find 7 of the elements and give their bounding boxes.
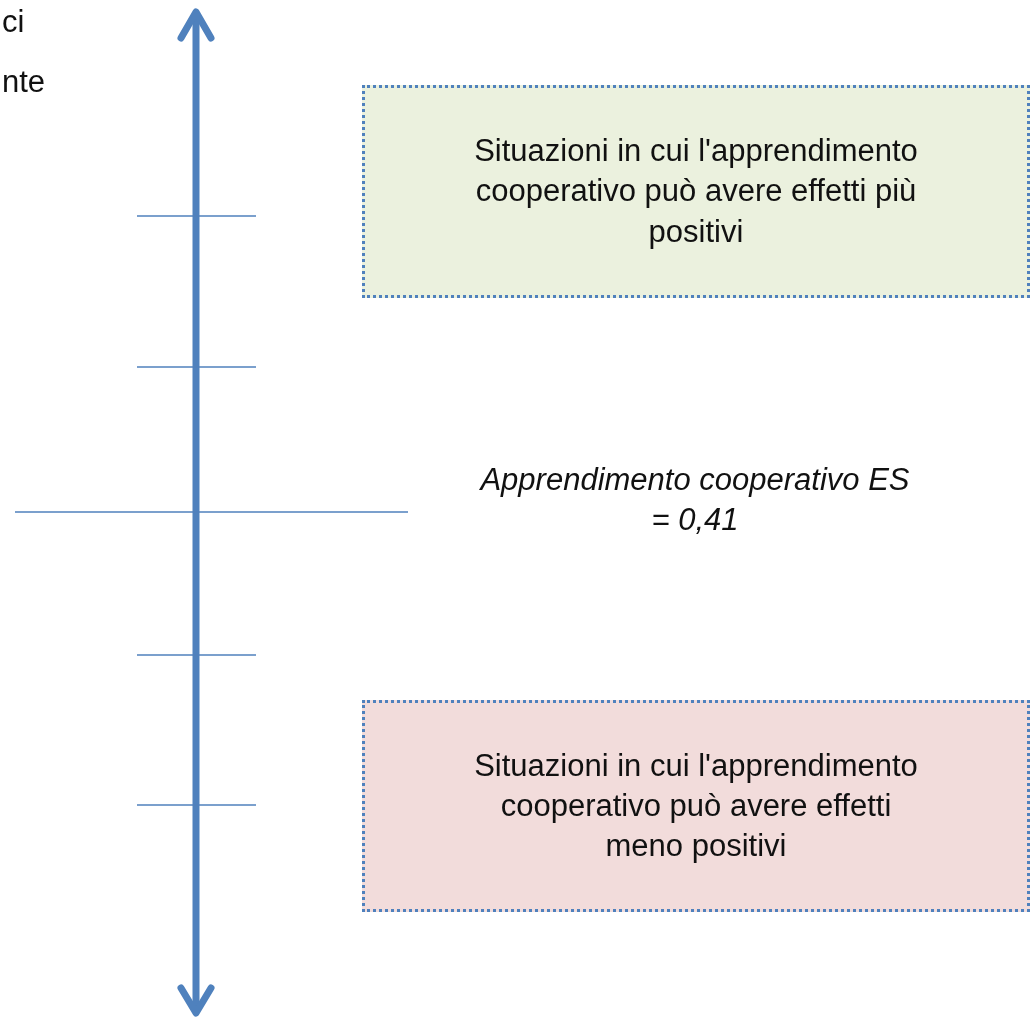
box-text: Situazioni in cui l'apprendimento cooperativo può avere effetti meno positivi xyxy=(473,746,919,866)
cut-off-text: nte xyxy=(2,63,46,101)
situation-box xyxy=(362,85,1030,298)
mean-effect-label: Apprendimento cooperativo ES = 0,41 xyxy=(480,461,910,540)
box-text: Situazioni in cui l'apprendimento cooperativo può avere effetti più positivi xyxy=(473,132,919,251)
cut-off-text: ci xyxy=(2,3,25,41)
situation-box xyxy=(362,700,1030,912)
